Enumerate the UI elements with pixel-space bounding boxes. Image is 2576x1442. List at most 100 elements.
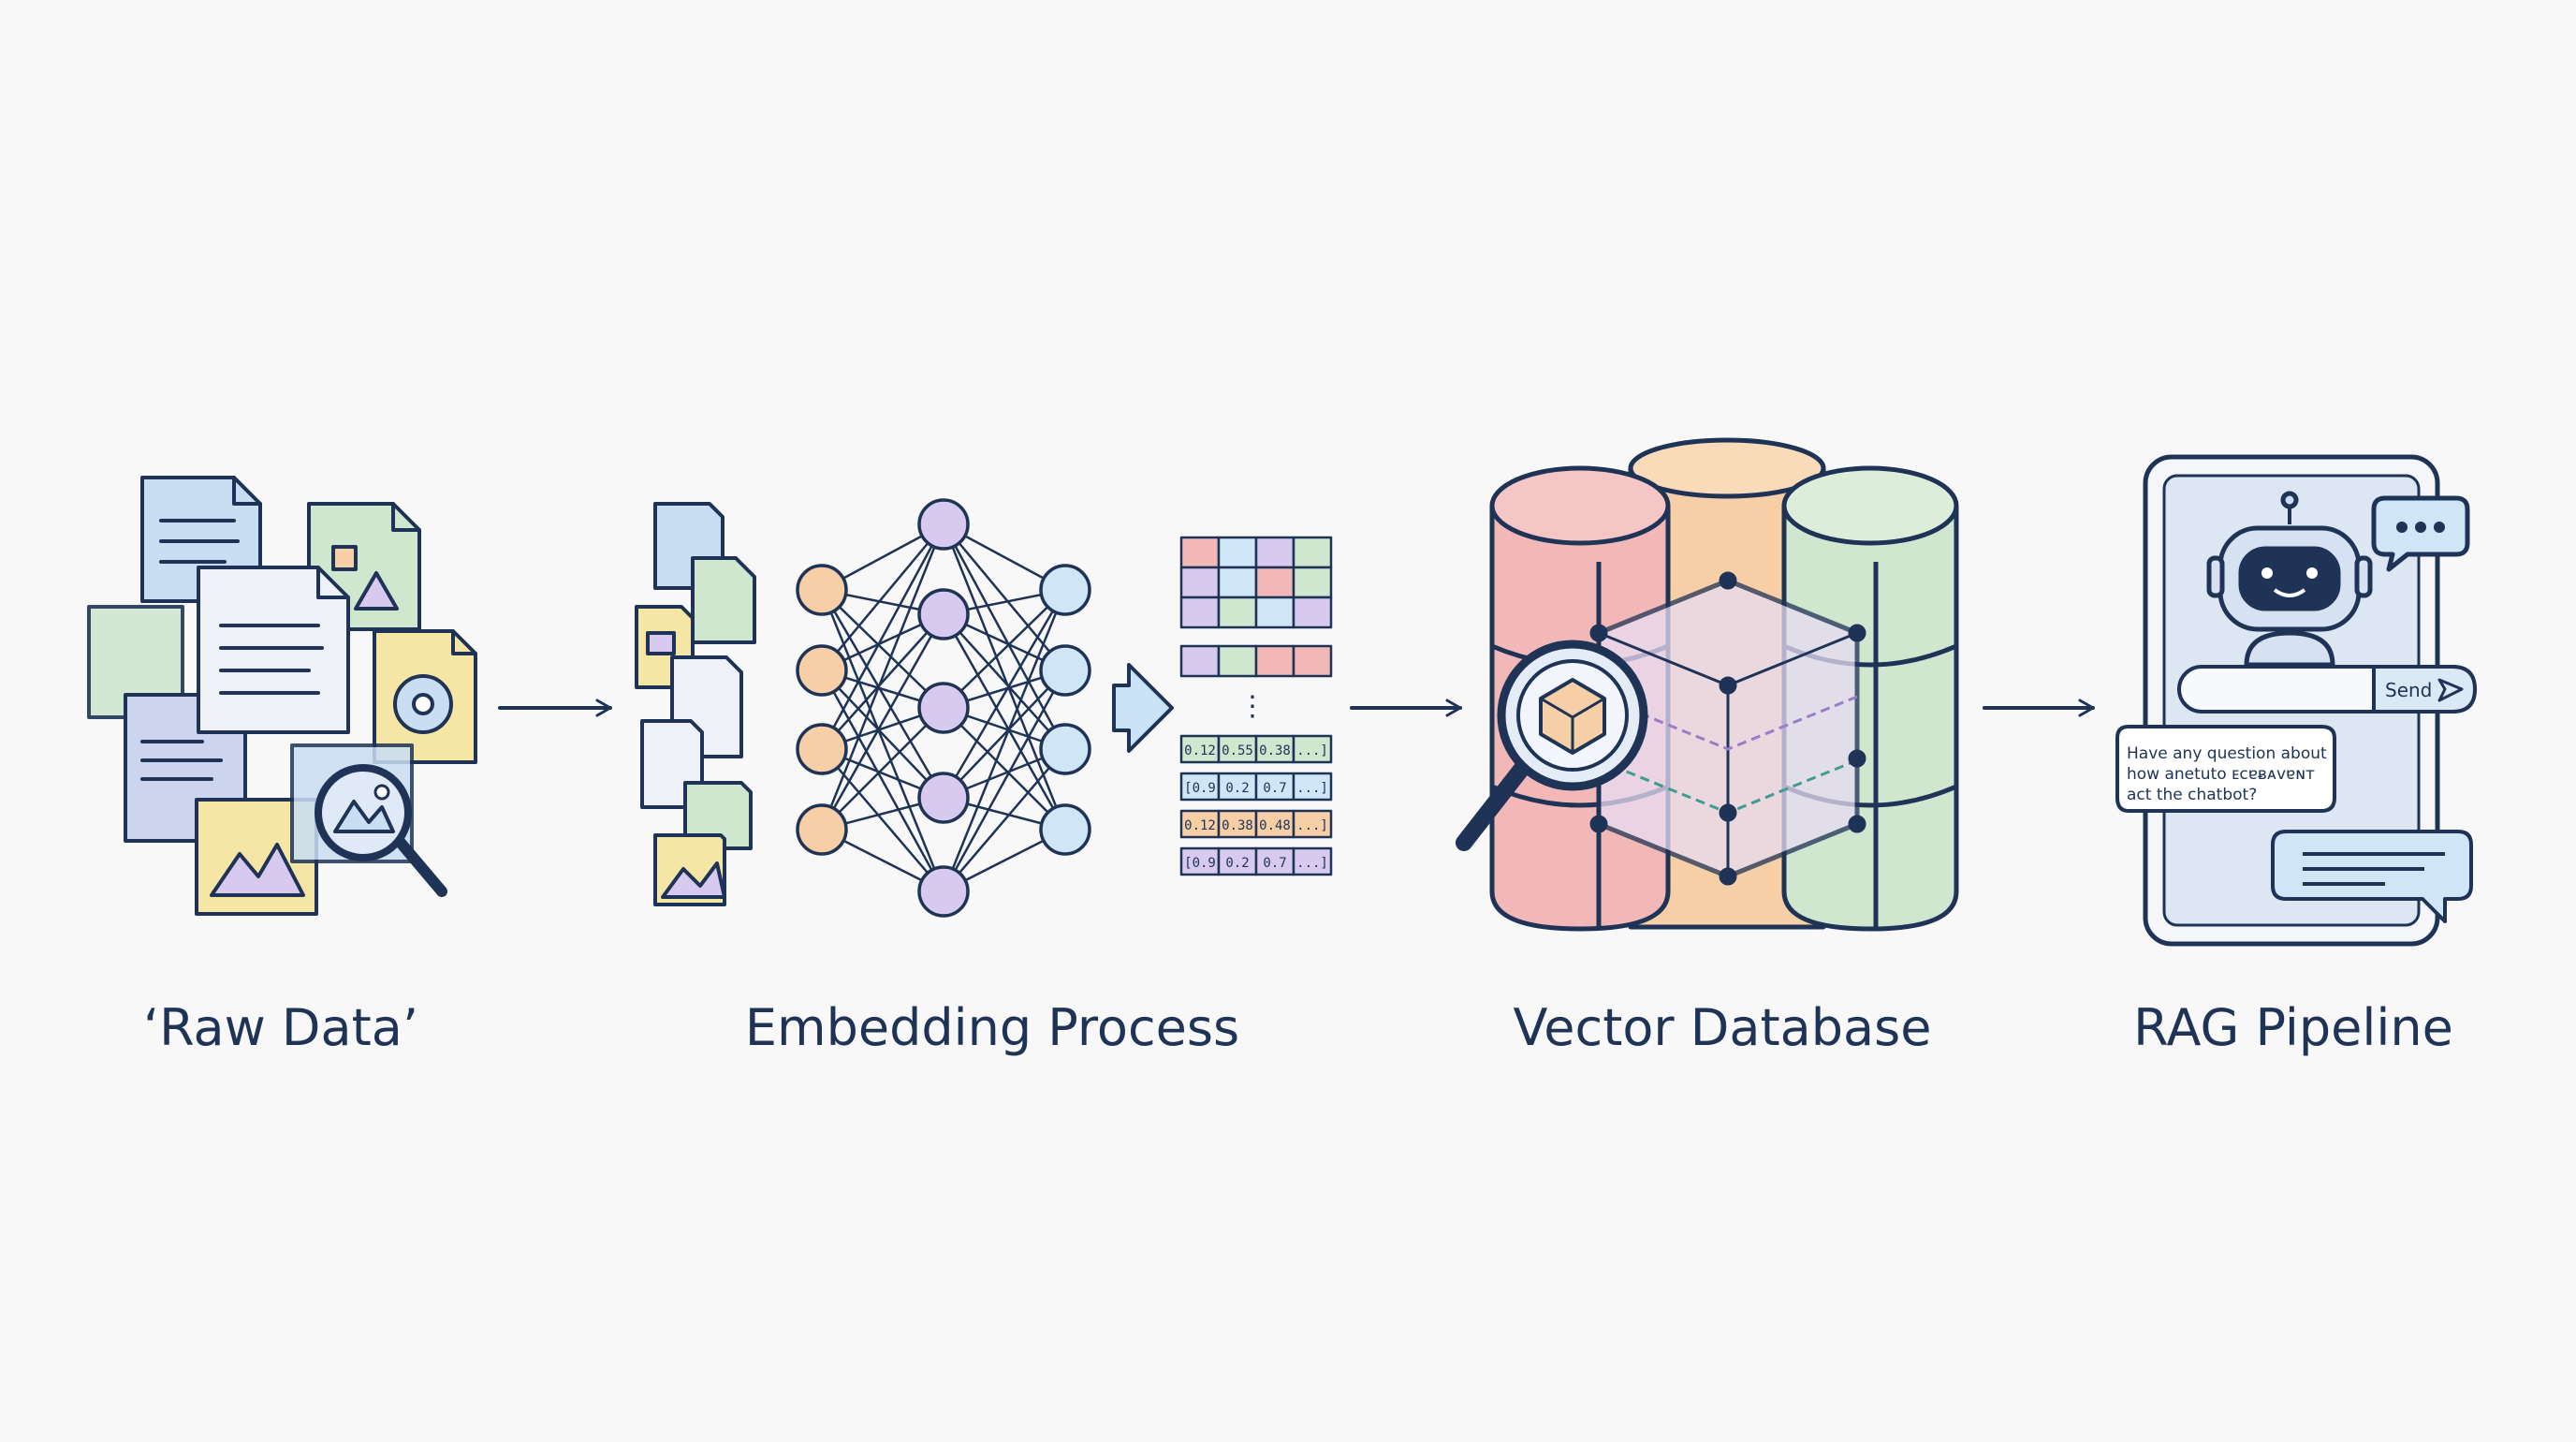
embedding-cell — [1254, 596, 1295, 629]
network-edge — [821, 748, 944, 892]
magnifier-icon — [315, 764, 447, 897]
embedding-cell — [1254, 536, 1295, 569]
network-node — [917, 772, 970, 824]
network-edge — [943, 707, 1066, 831]
question-line-1: Have any question about — [2127, 744, 2327, 763]
vector-cell — [1217, 809, 1258, 839]
send-icon — [2437, 678, 2464, 702]
vector-value: ...] — [1296, 856, 1328, 871]
embedding-cell — [1292, 596, 1333, 629]
vector-value: [0.9 — [1184, 781, 1216, 796]
embedding-cell — [1179, 566, 1221, 599]
question-line-3: act the chatbot? — [2127, 786, 2257, 804]
network-edge — [821, 670, 944, 799]
vector-value: [0.9 — [1184, 856, 1216, 871]
rag-pipeline-label: RAG Pipeline — [2133, 998, 2453, 1057]
network-edge — [942, 670, 1067, 892]
vector-value: 0.2 — [1225, 781, 1249, 796]
vector-cell — [1254, 772, 1295, 802]
vector-value: ...] — [1296, 743, 1328, 758]
raw-data-icon — [87, 476, 477, 916]
vector-value: 0.48 — [1259, 818, 1291, 833]
network-node — [1039, 564, 1091, 616]
question-line-2: how anetuto ᴇᴄɐᴃᴀᴠɐɴᴛ — [2127, 765, 2315, 784]
send-button[interactable] — [2372, 665, 2477, 714]
vector-value: ...] — [1296, 781, 1328, 796]
vector-value: 0.2 — [1225, 856, 1249, 871]
vector-value: 0.55 — [1222, 743, 1253, 758]
embedding-cell — [1217, 644, 1258, 678]
embedding-cell — [1292, 536, 1333, 569]
vector-value: 0.12 — [1184, 818, 1216, 833]
vector-value: 0.7 — [1263, 781, 1286, 796]
embedding-cell — [1217, 596, 1258, 629]
input-documents-icon — [635, 502, 756, 906]
vector-cell — [1217, 846, 1258, 876]
network-edge — [821, 613, 944, 750]
network-node — [917, 865, 970, 918]
raw-data-label: ‘Raw Data’ — [142, 998, 419, 1057]
rag-pipeline-icon — [2115, 454, 2477, 947]
embedding-cell — [1179, 644, 1221, 678]
vector-value: 0.12 — [1184, 743, 1216, 758]
network-edge — [820, 589, 945, 799]
network-edge — [943, 589, 1066, 709]
vector-value: 0.38 — [1259, 743, 1291, 758]
network-edge — [821, 707, 944, 831]
vector-cell — [1254, 809, 1295, 839]
embedding-grid-icon — [1179, 536, 1333, 678]
network-node — [796, 723, 848, 775]
network-node — [1039, 723, 1091, 775]
network-edge — [942, 589, 1067, 892]
embedding-cell — [1217, 566, 1258, 599]
network-edge — [943, 523, 1066, 671]
network-node — [917, 588, 970, 640]
network-edge — [821, 589, 944, 709]
neural-network-icon — [796, 498, 1091, 918]
network-node — [796, 803, 848, 856]
vector-value: 0.38 — [1222, 818, 1253, 833]
network-node — [917, 682, 970, 734]
embedding-cell — [1217, 536, 1258, 569]
network-edge — [821, 523, 944, 671]
send-label: Send — [2385, 679, 2432, 701]
vector-database-label: Vector Database — [1513, 998, 1932, 1057]
embedding-cell — [1254, 644, 1295, 678]
network-node — [1039, 803, 1091, 856]
robot-icon — [2206, 491, 2373, 668]
network-node — [796, 644, 848, 697]
vector-value: 0.7 — [1263, 856, 1286, 871]
embedding-cell — [1292, 644, 1333, 678]
vector-cell — [1292, 809, 1333, 839]
text-document-icon — [197, 566, 350, 734]
embedding-cell — [1254, 566, 1295, 599]
network-node — [917, 498, 970, 551]
network-node — [1039, 644, 1091, 697]
network-edge — [820, 670, 945, 892]
vector-cell — [1179, 772, 1221, 802]
search-magnifier-icon — [1456, 640, 1648, 851]
network-edge — [820, 523, 945, 831]
vector-cell — [1292, 772, 1333, 802]
network-edge — [943, 613, 1066, 750]
network-edge — [820, 589, 945, 892]
network-edge — [942, 613, 1067, 831]
embedding-cell — [1292, 566, 1333, 599]
output-arrow-icon — [1112, 663, 1174, 753]
vector-database-icon — [1456, 437, 1959, 932]
vector-cell — [1292, 846, 1333, 876]
ellipsis-vertical: ⋮ — [1238, 690, 1266, 723]
vector-cell — [1292, 734, 1333, 764]
question-bubble — [2115, 725, 2336, 813]
typing-bubble-icon — [2371, 495, 2470, 572]
network-edge — [943, 748, 1066, 892]
embedding-process-label: Embedding Process — [744, 998, 1240, 1057]
network-edge — [820, 613, 945, 831]
embedding-process-icon: ⋮ 0.12 0.55 0.38...] [0.9 0.2 0.7...] 0.12 0.38… — [635, 498, 1333, 918]
vector-value: ...] — [1296, 818, 1328, 833]
network-edge — [943, 670, 1066, 799]
network-edge — [942, 523, 1067, 750]
network-edge — [942, 523, 1067, 831]
network-edge — [942, 589, 1067, 799]
